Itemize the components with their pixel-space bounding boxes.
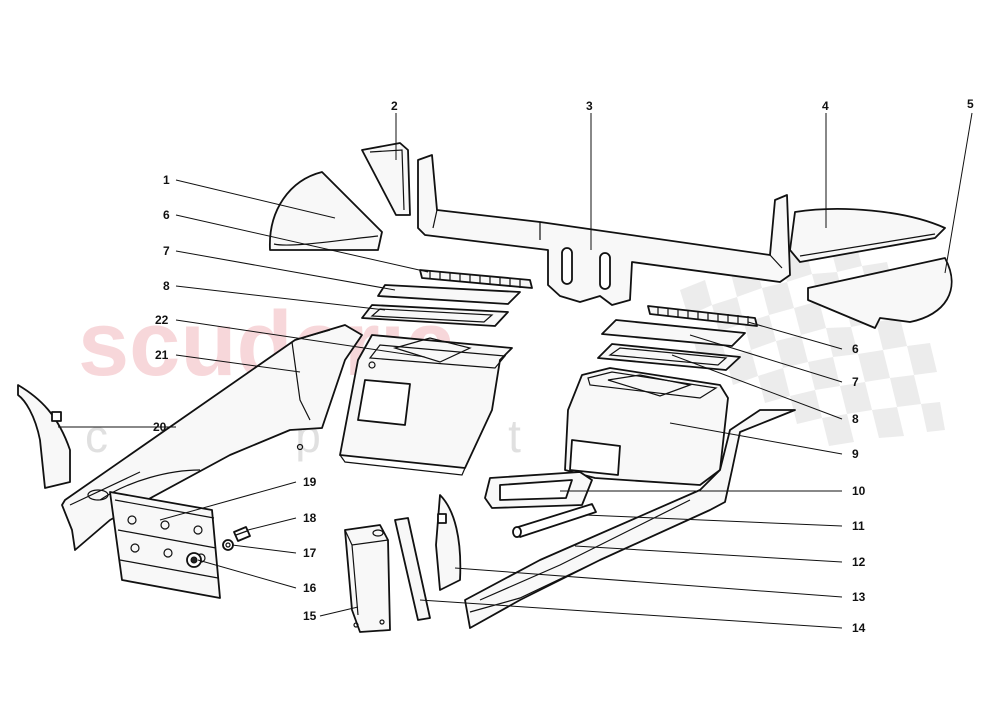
callout-7-left: 7	[163, 244, 170, 258]
callout-19: 19	[303, 475, 317, 489]
part-9-right-console-box	[564, 367, 729, 486]
part-19-front-trim-panel	[109, 491, 221, 599]
part-8-right-frame	[597, 343, 741, 371]
part-10-vent-duct	[484, 471, 593, 509]
part-20-left-corner-trim	[17, 384, 71, 489]
callout-1: 1	[163, 173, 170, 187]
part-18-screw	[233, 526, 251, 542]
callout-10: 10	[852, 484, 866, 498]
part-8-left-frame	[361, 304, 509, 327]
callout-2: 2	[391, 99, 398, 113]
callout-15: 15	[303, 609, 317, 623]
callout-4: 4	[822, 99, 829, 113]
part-7-right-pad	[601, 319, 746, 347]
part-6-left-vent-grille	[419, 269, 533, 289]
callout-5: 5	[967, 97, 974, 111]
callout-8-left: 8	[163, 279, 170, 293]
part-22-left-console-box	[339, 334, 513, 476]
callout-12: 12	[852, 555, 866, 569]
callout-22: 22	[155, 313, 169, 327]
part-12-right-sill	[464, 409, 796, 629]
callout-17: 17	[303, 546, 317, 560]
callout-8-right: 8	[852, 412, 859, 426]
callout-11: 11	[852, 519, 865, 533]
callout-9: 9	[852, 447, 859, 461]
callout-6-left: 6	[163, 208, 170, 222]
part-16-fastener	[186, 552, 202, 568]
callout-18: 18	[303, 511, 317, 525]
part-7-left-pad	[377, 284, 521, 305]
part-17-washer	[222, 539, 234, 551]
callout-7-right: 7	[852, 375, 859, 389]
callout-20: 20	[153, 420, 167, 434]
part-4-right-quarter-panel	[789, 208, 946, 263]
part-6-right-vent-grille	[647, 305, 758, 327]
part-14-trim-strip	[394, 517, 431, 621]
callout-3: 3	[586, 99, 593, 113]
part-3-rear-bulkhead	[417, 154, 791, 306]
leader-lines	[58, 112, 973, 629]
part-13-side-plate	[435, 494, 462, 591]
part-1-left-quarter-panel	[269, 171, 383, 251]
part-11-rod	[512, 503, 597, 538]
callout-21: 21	[155, 348, 169, 362]
callout-13: 13	[852, 590, 866, 604]
callout-6-right: 6	[852, 342, 859, 356]
callout-labels: 1 2 3 4 5 6 6 7 7 8 8 9 10 11 12 13 14 1…	[153, 97, 974, 635]
callout-16: 16	[303, 581, 317, 595]
part-2-corner-trim	[361, 142, 411, 216]
callout-14: 14	[852, 621, 866, 635]
part-15-bracket	[344, 524, 391, 633]
part-5-right-fan-panel	[807, 257, 953, 329]
